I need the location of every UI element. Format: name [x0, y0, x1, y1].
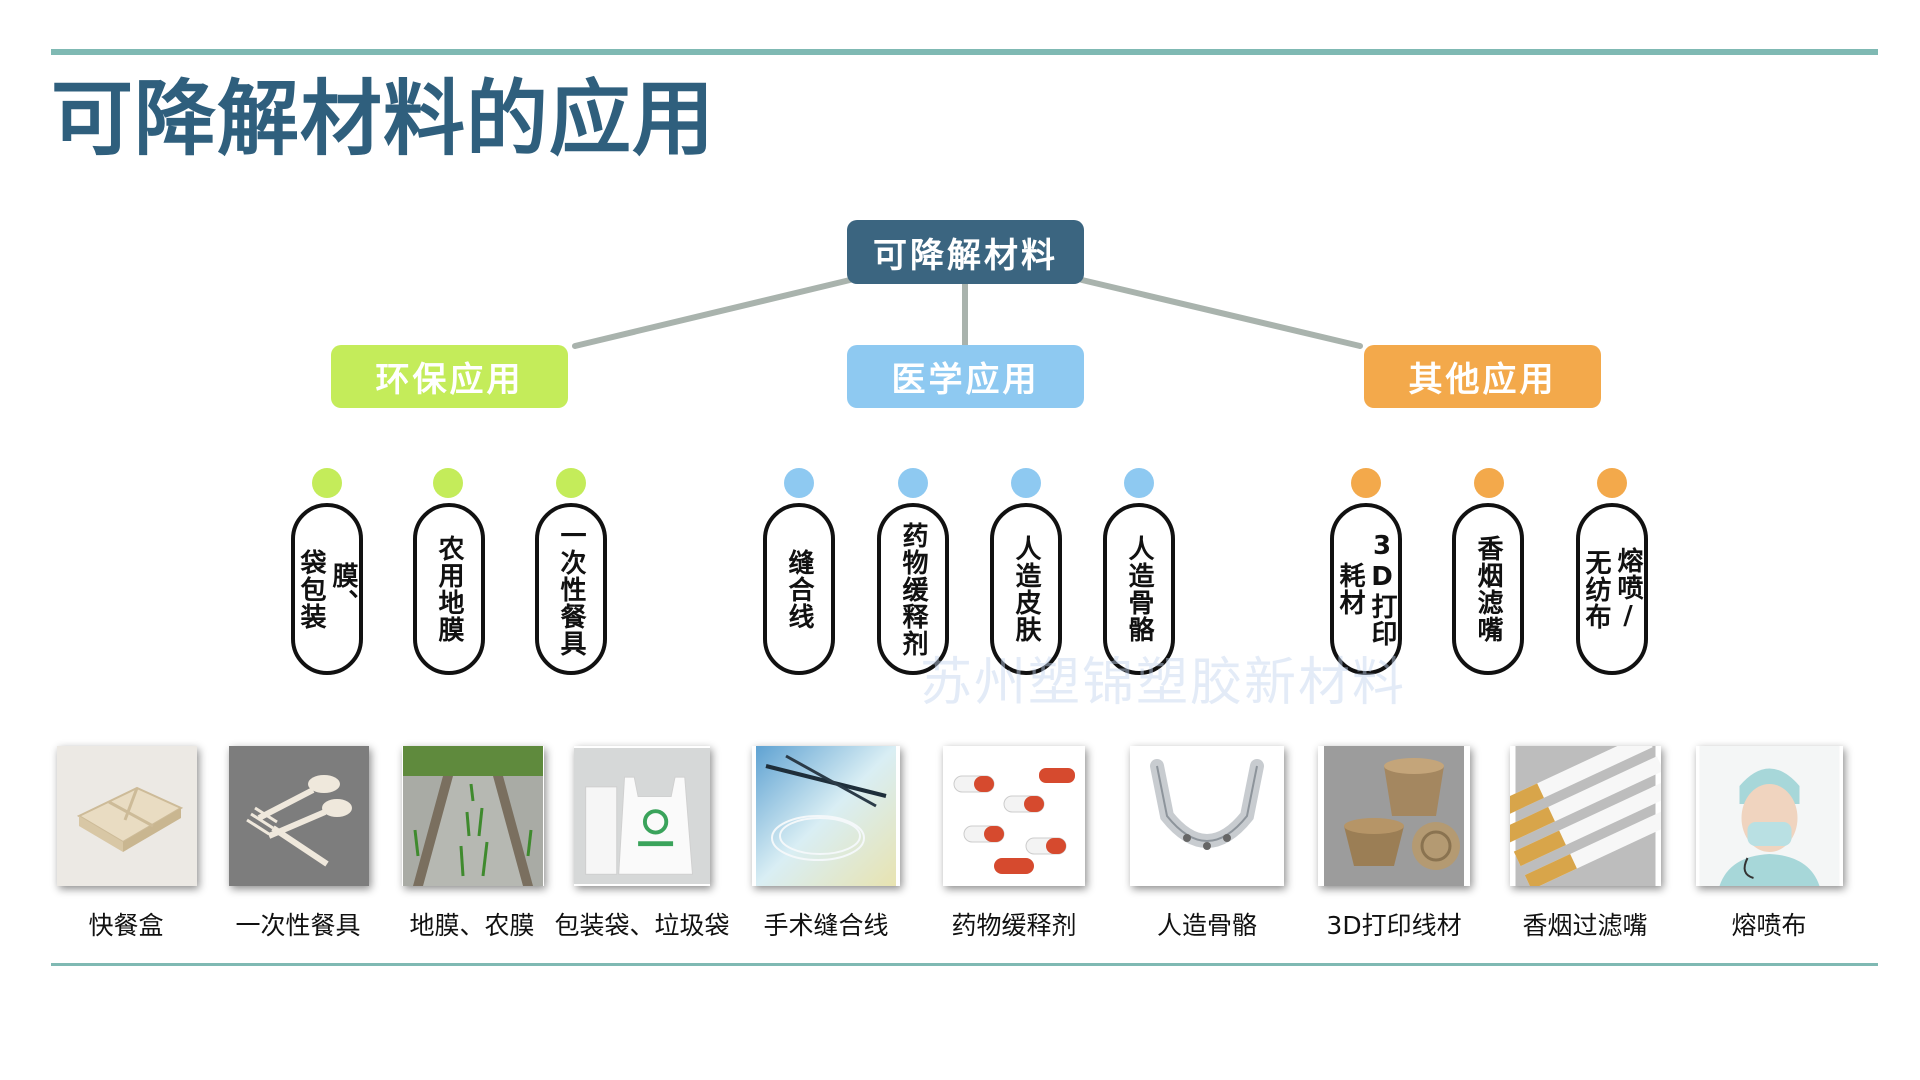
root-box: 可降解材料 — [847, 220, 1084, 284]
pill-text: 缝合线 — [784, 548, 814, 630]
pill-meltblown: 熔喷/ 无纺布 — [1576, 503, 1648, 675]
pill-text: 香烟滤嘴 — [1473, 535, 1503, 643]
pill-text: 一次性餐具 — [556, 521, 586, 657]
image-caption: 手术缝合线 — [763, 911, 889, 940]
category-box-other: 其他应用 — [1364, 345, 1601, 408]
image-caption: 快餐盒 — [88, 911, 164, 940]
image-caption: 熔喷布 — [1731, 911, 1807, 940]
connector-to-other — [1079, 277, 1363, 349]
bullet-dot — [1597, 468, 1627, 498]
image-caption: 3D打印线材 — [1326, 911, 1462, 940]
top-rule — [51, 49, 1878, 55]
printed-bowls-photo — [1318, 746, 1470, 886]
capsule-photo — [943, 746, 1085, 886]
pill-text: 人造骨骼 — [1124, 535, 1154, 643]
bullet-dot — [556, 468, 586, 498]
image-caption: 地膜、农膜 — [409, 911, 535, 940]
pill-text: 袋包装 — [296, 548, 326, 630]
bullet-dot — [433, 468, 463, 498]
pill-agricultural-film: 农用地膜 — [413, 503, 485, 675]
pill-text: 药物缓释剂 — [898, 521, 928, 657]
bullet-dot — [312, 468, 342, 498]
field-mulch-photo — [402, 746, 544, 886]
image-caption: 香烟过滤嘴 — [1522, 911, 1648, 940]
pill-text: 3D打印 — [1367, 531, 1397, 647]
pill-text: 熔喷/ — [1613, 546, 1643, 632]
bullet-dot — [1351, 468, 1381, 498]
pill-disposable-tableware: 一次性餐具 — [535, 503, 607, 675]
pill-3d-printing: 3D打印 耗材 — [1330, 503, 1402, 675]
bullet-dot — [1011, 468, 1041, 498]
bullet-dot — [784, 468, 814, 498]
bullet-dot — [1474, 468, 1504, 498]
image-caption: 包装袋、垃圾袋 — [554, 911, 730, 940]
image-caption: 人造骨骼 — [1156, 911, 1258, 940]
mask-doctor-photo — [1696, 746, 1843, 886]
image-caption: 药物缓释剂 — [951, 911, 1077, 940]
pill-suture: 缝合线 — [763, 503, 835, 675]
bottom-rule — [51, 963, 1878, 966]
bag-photo — [574, 746, 710, 886]
pill-text: 农用地膜 — [434, 535, 464, 643]
suture-photo — [752, 746, 900, 886]
image-caption: 一次性餐具 — [235, 911, 361, 940]
pill-artificial-bone: 人造骨骼 — [1103, 503, 1175, 675]
pill-drug-release: 药物缓释剂 — [877, 503, 949, 675]
pill-text: 膜、 — [328, 562, 358, 616]
cutlery-photo — [229, 746, 369, 886]
pill-artificial-skin: 人造皮肤 — [990, 503, 1062, 675]
food-box-photo — [57, 746, 197, 886]
connector-to-env — [572, 277, 853, 349]
page-title: 可降解材料的应用 — [51, 72, 716, 167]
pill-film-bag-packaging: 膜、 袋包装 — [291, 503, 363, 675]
bullet-dot — [1124, 468, 1154, 498]
jaw-bone-photo — [1130, 746, 1284, 886]
category-box-environmental: 环保应用 — [331, 345, 568, 408]
pill-text: 人造皮肤 — [1011, 535, 1041, 643]
cigarette-photo — [1510, 746, 1661, 886]
bullet-dot — [898, 468, 928, 498]
pill-text: 无纺布 — [1581, 548, 1611, 630]
pill-text: 耗材 — [1335, 562, 1365, 616]
category-box-medical: 医学应用 — [847, 345, 1084, 408]
pill-cigarette-filter: 香烟滤嘴 — [1452, 503, 1524, 675]
watermark: 苏州塑锦塑胶新材料 — [920, 653, 1407, 713]
